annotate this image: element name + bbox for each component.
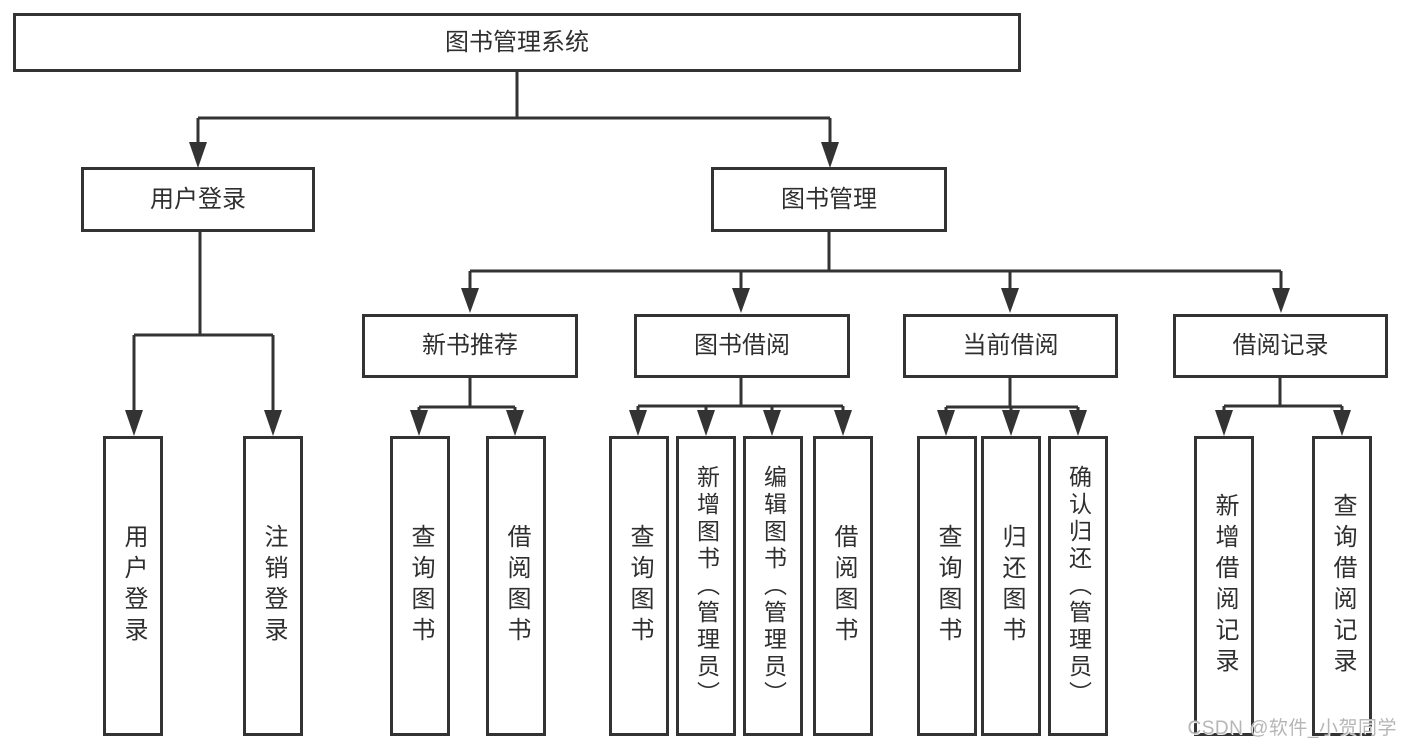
node-leaf-query-borrow-record: 查询借阅记录 [1312, 436, 1372, 736]
watermark: CSDN @软件_小贺同学 [1187, 718, 1397, 739]
node-user-login: 用户登录 [81, 167, 315, 232]
node-leaf-query-books-recommend: 查询图书 [390, 436, 450, 736]
node-leaf-edit-books-admin: 编辑图书（管理员） [743, 436, 803, 736]
node-leaf-return-books: 归还图书 [981, 436, 1041, 736]
node-leaf-query-books-current: 查询图书 [917, 436, 977, 736]
node-leaf-user-login: 用户登录 [103, 436, 163, 736]
node-current-borrowing: 当前借阅 [903, 314, 1118, 378]
node-leaf-borrow-books: 借阅图书 [813, 436, 873, 736]
node-leaf-query-books-borrowing: 查询图书 [609, 436, 669, 736]
node-new-book-recommend: 新书推荐 [362, 314, 578, 378]
node-leaf-confirm-return-admin: 确认归还（管理员） [1048, 436, 1108, 736]
tree-branch-lines [132, 72, 1344, 412]
node-book-management: 图书管理 [711, 167, 947, 232]
node-system-root: 图书管理系统 [13, 13, 1021, 72]
arrowhead-icons [125, 142, 1351, 436]
node-leaf-logout: 注销登录 [243, 436, 303, 736]
node-leaf-add-books-admin: 新增图书（管理员） [676, 436, 736, 736]
node-borrowing-records: 借阅记录 [1173, 314, 1388, 378]
node-leaf-add-borrow-record: 新增借阅记录 [1194, 436, 1254, 736]
node-leaf-borrow-books-recommend: 借阅图书 [486, 436, 546, 736]
node-book-borrowing: 图书借阅 [634, 314, 850, 378]
